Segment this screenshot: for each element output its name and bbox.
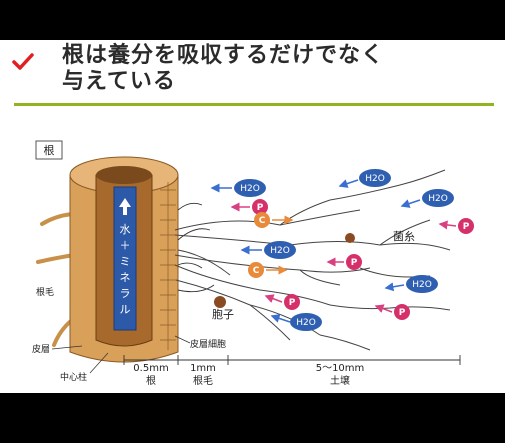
xylem-char: ネ xyxy=(120,271,131,284)
root-hair-left-2 xyxy=(36,253,76,264)
h2o-bubble: H2O xyxy=(406,275,438,293)
panel-label: 根 xyxy=(44,143,55,157)
p-bubble: P xyxy=(458,218,474,234)
title-line-1: 根は養分を吸収するだけでなく xyxy=(62,43,385,68)
panel-label-box xyxy=(35,140,63,160)
scale-name: 根 xyxy=(146,374,156,387)
arrow-water xyxy=(270,314,291,323)
root-mycorrhiza-diagram: 根 根毛 xyxy=(32,140,474,387)
scale-dist: 1mm xyxy=(190,363,216,374)
slide-title: 根は養分を吸収するだけでなく 与えている xyxy=(62,43,502,95)
central-cylinder-leader xyxy=(89,352,109,374)
svg-text:P: P xyxy=(399,308,406,318)
svg-text:H2O: H2O xyxy=(365,174,385,184)
root-hairs-right xyxy=(177,202,215,293)
svg-text:H2O: H2O xyxy=(240,184,260,194)
svg-text:P: P xyxy=(257,203,264,213)
arrow-water xyxy=(400,199,421,208)
label-spore: 胞子 xyxy=(212,308,234,321)
xylem-strip xyxy=(113,186,137,331)
scale-name: 根毛 xyxy=(193,374,213,387)
cortex-cell-leader xyxy=(174,335,191,344)
arrow-water xyxy=(384,282,405,292)
stele-top xyxy=(96,166,152,184)
svg-text:H2O: H2O xyxy=(412,280,432,290)
h2o-bubble: H2O xyxy=(359,169,391,187)
label-hypha: 菌糸 xyxy=(393,230,415,243)
title-line-2: 与えている xyxy=(62,69,176,94)
svg-text:H2O: H2O xyxy=(296,318,316,328)
spore-1 xyxy=(214,296,226,308)
up-arrow-icon xyxy=(119,198,131,215)
arrow-phosphorus xyxy=(374,304,393,313)
xylem-char: ミ xyxy=(120,255,131,268)
arrow-phosphorus xyxy=(438,220,457,230)
flow-arrows xyxy=(210,179,457,323)
p-bubble: P xyxy=(394,304,410,320)
h2o-bubble: H2O xyxy=(290,313,322,331)
arrow-phosphorus xyxy=(264,294,283,303)
scale-dist: 0.5mm xyxy=(133,363,168,374)
c-bubble: C xyxy=(254,212,270,228)
svg-text:H2O: H2O xyxy=(270,246,290,256)
label-central-cylinder: 中心柱 xyxy=(60,371,87,383)
cortex-cells xyxy=(160,182,176,350)
scale-dist: 5～10mm xyxy=(316,363,365,374)
svg-text:H2O: H2O xyxy=(428,194,448,204)
xylem-char: ル xyxy=(120,303,131,316)
xylem-char: ラ xyxy=(120,287,131,300)
c-bubble: C xyxy=(248,262,264,278)
xylem-char: ＋ xyxy=(120,239,131,252)
h2o-molecules: H2O H2O H2O H2O H2O H2O xyxy=(234,169,454,331)
c-molecules: C C xyxy=(248,212,270,278)
h2o-bubble: H2O xyxy=(234,179,266,197)
h2o-bubble: H2O xyxy=(422,189,454,207)
svg-text:P: P xyxy=(463,222,470,232)
checkmark-icon xyxy=(12,53,34,70)
bottom-bar xyxy=(0,393,505,443)
svg-text:P: P xyxy=(289,298,296,308)
scale-bar xyxy=(123,355,461,365)
label-cortex: 皮層 xyxy=(32,343,50,355)
svg-text:P: P xyxy=(351,258,358,268)
xylem-text: 水 ＋ ミ ネ ラ ル xyxy=(119,198,131,316)
scale-name: 土壌 xyxy=(330,374,350,387)
slide: 根は養分を吸収するだけでなく 与えている 根 根毛 xyxy=(0,40,505,393)
spore-2 xyxy=(345,233,355,243)
h2o-bubble: H2O xyxy=(264,241,296,259)
label-root-hair: 根毛 xyxy=(36,286,54,298)
p-bubble: P xyxy=(252,199,268,215)
root-hair-left-1 xyxy=(40,212,74,226)
label-cortex-cell: 皮層細胞 xyxy=(190,338,226,350)
title-divider xyxy=(14,103,494,106)
p-molecules: P P P P P xyxy=(252,199,474,320)
p-bubble: P xyxy=(284,294,300,310)
svg-text:C: C xyxy=(253,266,260,276)
arrow-water xyxy=(338,179,359,188)
svg-text:C: C xyxy=(259,216,266,226)
cortex-leader xyxy=(51,345,83,350)
xylem-char: 水 xyxy=(120,223,131,236)
root-hair-left-3 xyxy=(52,318,74,347)
p-bubble: P xyxy=(346,254,362,270)
